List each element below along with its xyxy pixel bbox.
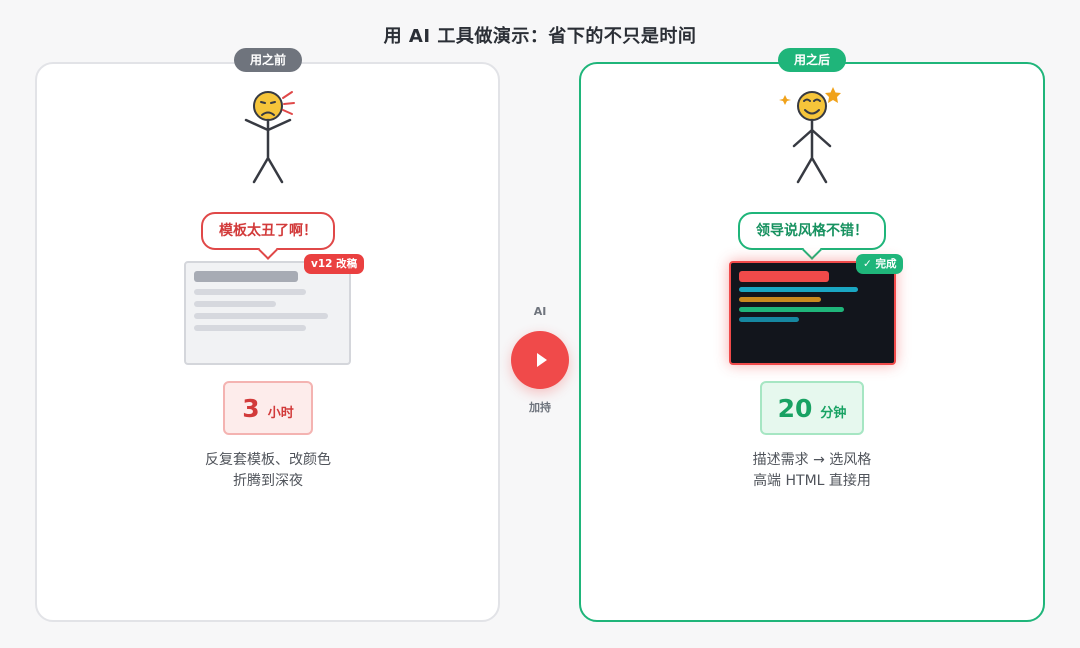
- star-icon: [825, 87, 841, 103]
- before-description-line-1: 反复套模板、改颜色: [205, 452, 331, 468]
- before-time-metric: 3 小时: [223, 381, 313, 435]
- after-description: 描述需求 → 选风格 高端 HTML 直接用: [692, 450, 932, 492]
- happy-stick-figure: [779, 87, 841, 184]
- approval-speech-bubble: 领导说风格不错！: [738, 212, 886, 250]
- after-time-value: 20: [777, 393, 813, 423]
- before-description: 反复套模板、改颜色 折腾到深夜: [148, 450, 388, 492]
- done-badge: ✓ 完成: [856, 254, 904, 274]
- transition-top-label: AI: [533, 305, 547, 318]
- play-arrow-icon: [537, 353, 547, 367]
- before-label-pill: 用之前: [233, 48, 303, 72]
- happy-face-icon: [797, 91, 827, 121]
- after-time-unit: 分钟: [820, 405, 847, 421]
- html-code-thumbnail: [729, 261, 896, 365]
- revision-badge: v12 改稿: [304, 254, 365, 274]
- transition-bottom-label: 加持: [529, 401, 551, 414]
- frustrated-stick-figure: [244, 91, 295, 184]
- after-description-line-2: 高端 HTML 直接用: [753, 473, 871, 489]
- before-time-value: 3: [242, 393, 260, 423]
- stress-lines-icon: [282, 91, 295, 115]
- frustrated-speech-bubble: 模板太丑了啊！: [201, 212, 335, 250]
- after-time-metric: 20 分钟: [760, 381, 864, 435]
- page-title: 用 AI 工具做演示：省下的不只是时间: [383, 26, 697, 47]
- after-label-pill: 用之后: [777, 48, 847, 72]
- frustrated-face-icon: [253, 91, 283, 121]
- sparkle-icon: [779, 95, 791, 105]
- before-time-unit: 小时: [267, 405, 294, 421]
- play-button[interactable]: [511, 331, 569, 389]
- template-document-thumbnail: [184, 261, 351, 365]
- after-description-line-1: 描述需求 → 选风格: [752, 452, 872, 468]
- before-description-line-2: 折腾到深夜: [233, 473, 303, 489]
